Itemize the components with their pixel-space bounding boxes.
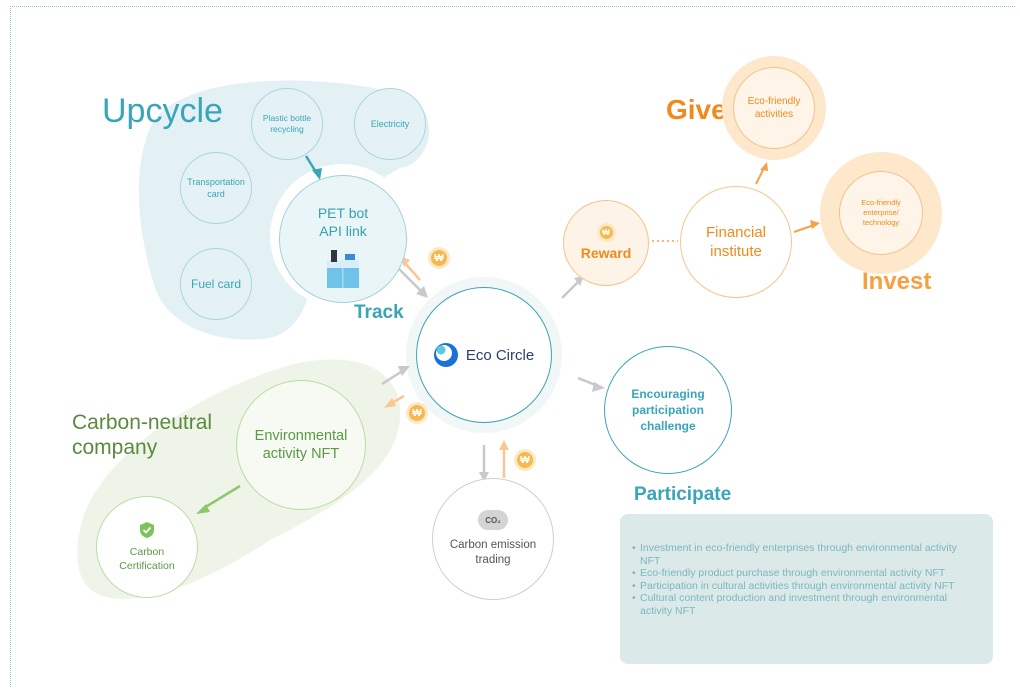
- node-transportation-label: Transportation card: [187, 177, 245, 199]
- arrow-track-in: [397, 267, 423, 293]
- co2-label: CO₂: [485, 515, 501, 525]
- node-eco-circle-label: Eco Circle: [465, 346, 535, 364]
- participate-info-box: Investment in eco-friendly enterprises t…: [620, 514, 993, 664]
- participate-list-item: Eco-friendly product purchase through en…: [632, 567, 979, 580]
- node-eco-circle: Eco Circle: [416, 287, 552, 423]
- node-eco-enterprise-label: Eco-friendly enterprise/ technology: [861, 198, 901, 227]
- node-electricity: Electricity: [354, 88, 426, 160]
- eco-circle-logo-icon: [433, 343, 458, 367]
- node-financial: Financial institute: [680, 186, 792, 298]
- wallet-coin-icon: ₩: [517, 452, 533, 468]
- label-track: Track: [354, 302, 404, 323]
- label-give: Give: [666, 94, 727, 125]
- arrow-to-eco-activities: [755, 167, 765, 185]
- node-eco-enterprise-inner: Eco-friendly enterprise/ technology: [839, 171, 923, 255]
- node-carbon-cert-label: Carbon Certification: [119, 546, 175, 572]
- node-petbot-label: PET bot API link: [317, 205, 369, 239]
- participate-list: Investment in eco-friendly enterprises t…: [632, 542, 979, 618]
- participate-list-item: Investment in eco-friendly enterprises t…: [632, 542, 979, 567]
- node-reward-label: Reward: [580, 244, 632, 261]
- node-eco-activities-label: Eco-friendly activities: [747, 96, 801, 120]
- node-electricity-label: Electricity: [370, 119, 410, 129]
- node-env-nft-label: Environmental activity NFT: [254, 428, 348, 462]
- participate-list-item: Cultural content production and investme…: [632, 592, 979, 617]
- arrow-to-certification: [203, 484, 241, 510]
- node-reward: ₩ Reward: [563, 200, 649, 286]
- node-carbon-trading-label: Carbon emission trading: [449, 539, 537, 566]
- wallet-coin-icon: ₩: [409, 405, 425, 421]
- label-upcycle: Upcycle: [102, 92, 223, 130]
- arrow-wallet-petbot: [403, 261, 421, 281]
- node-encouraging-label: Encouraging participation challenge: [631, 387, 705, 433]
- node-financial-label: Financial institute: [705, 224, 767, 260]
- node-eco-activities-inner: Eco-friendly activities: [733, 67, 815, 149]
- petbot-machine-icon: [327, 250, 359, 288]
- node-env-nft: Environmental activity NFT: [236, 380, 366, 510]
- participate-list-item: Participation in cultural activities thr…: [632, 580, 979, 593]
- node-petbot: PET bot API link: [279, 175, 407, 303]
- node-eco-enterprise: Eco-friendly enterprise/ technology: [820, 152, 942, 274]
- node-fuel-card-label: Fuel card: [190, 277, 242, 291]
- petbot-link-arrow: [304, 155, 318, 173]
- arrow-to-eco-enterprise: [793, 224, 815, 233]
- shield-check-icon: [140, 522, 154, 538]
- arrow-from-nft: [381, 368, 405, 386]
- node-eco-activities: Eco-friendly activities: [722, 56, 826, 160]
- label-carbon-neutral: Carbon-neutral company: [72, 411, 213, 459]
- diagram-frame: [10, 6, 1015, 687]
- co2-cloud-icon: CO₂: [478, 510, 508, 530]
- node-plastic-bottle-label: Plastic bottle recycling: [262, 113, 312, 134]
- node-plastic-bottle: Plastic bottle recycling: [251, 88, 323, 160]
- node-fuel-card: Fuel card: [180, 248, 252, 320]
- reward-coin-icon: ₩: [599, 225, 613, 239]
- node-carbon-cert: Carbon Certification: [96, 496, 198, 598]
- arrow-to-reward: [561, 281, 579, 299]
- wallet-coin-icon: ₩: [431, 250, 447, 266]
- node-carbon-trading: CO₂ Carbon emission trading: [432, 478, 554, 600]
- node-transportation: Transportation card: [180, 152, 252, 224]
- node-encouraging: Encouraging participation challenge: [604, 346, 732, 474]
- label-participate: Participate: [634, 484, 732, 505]
